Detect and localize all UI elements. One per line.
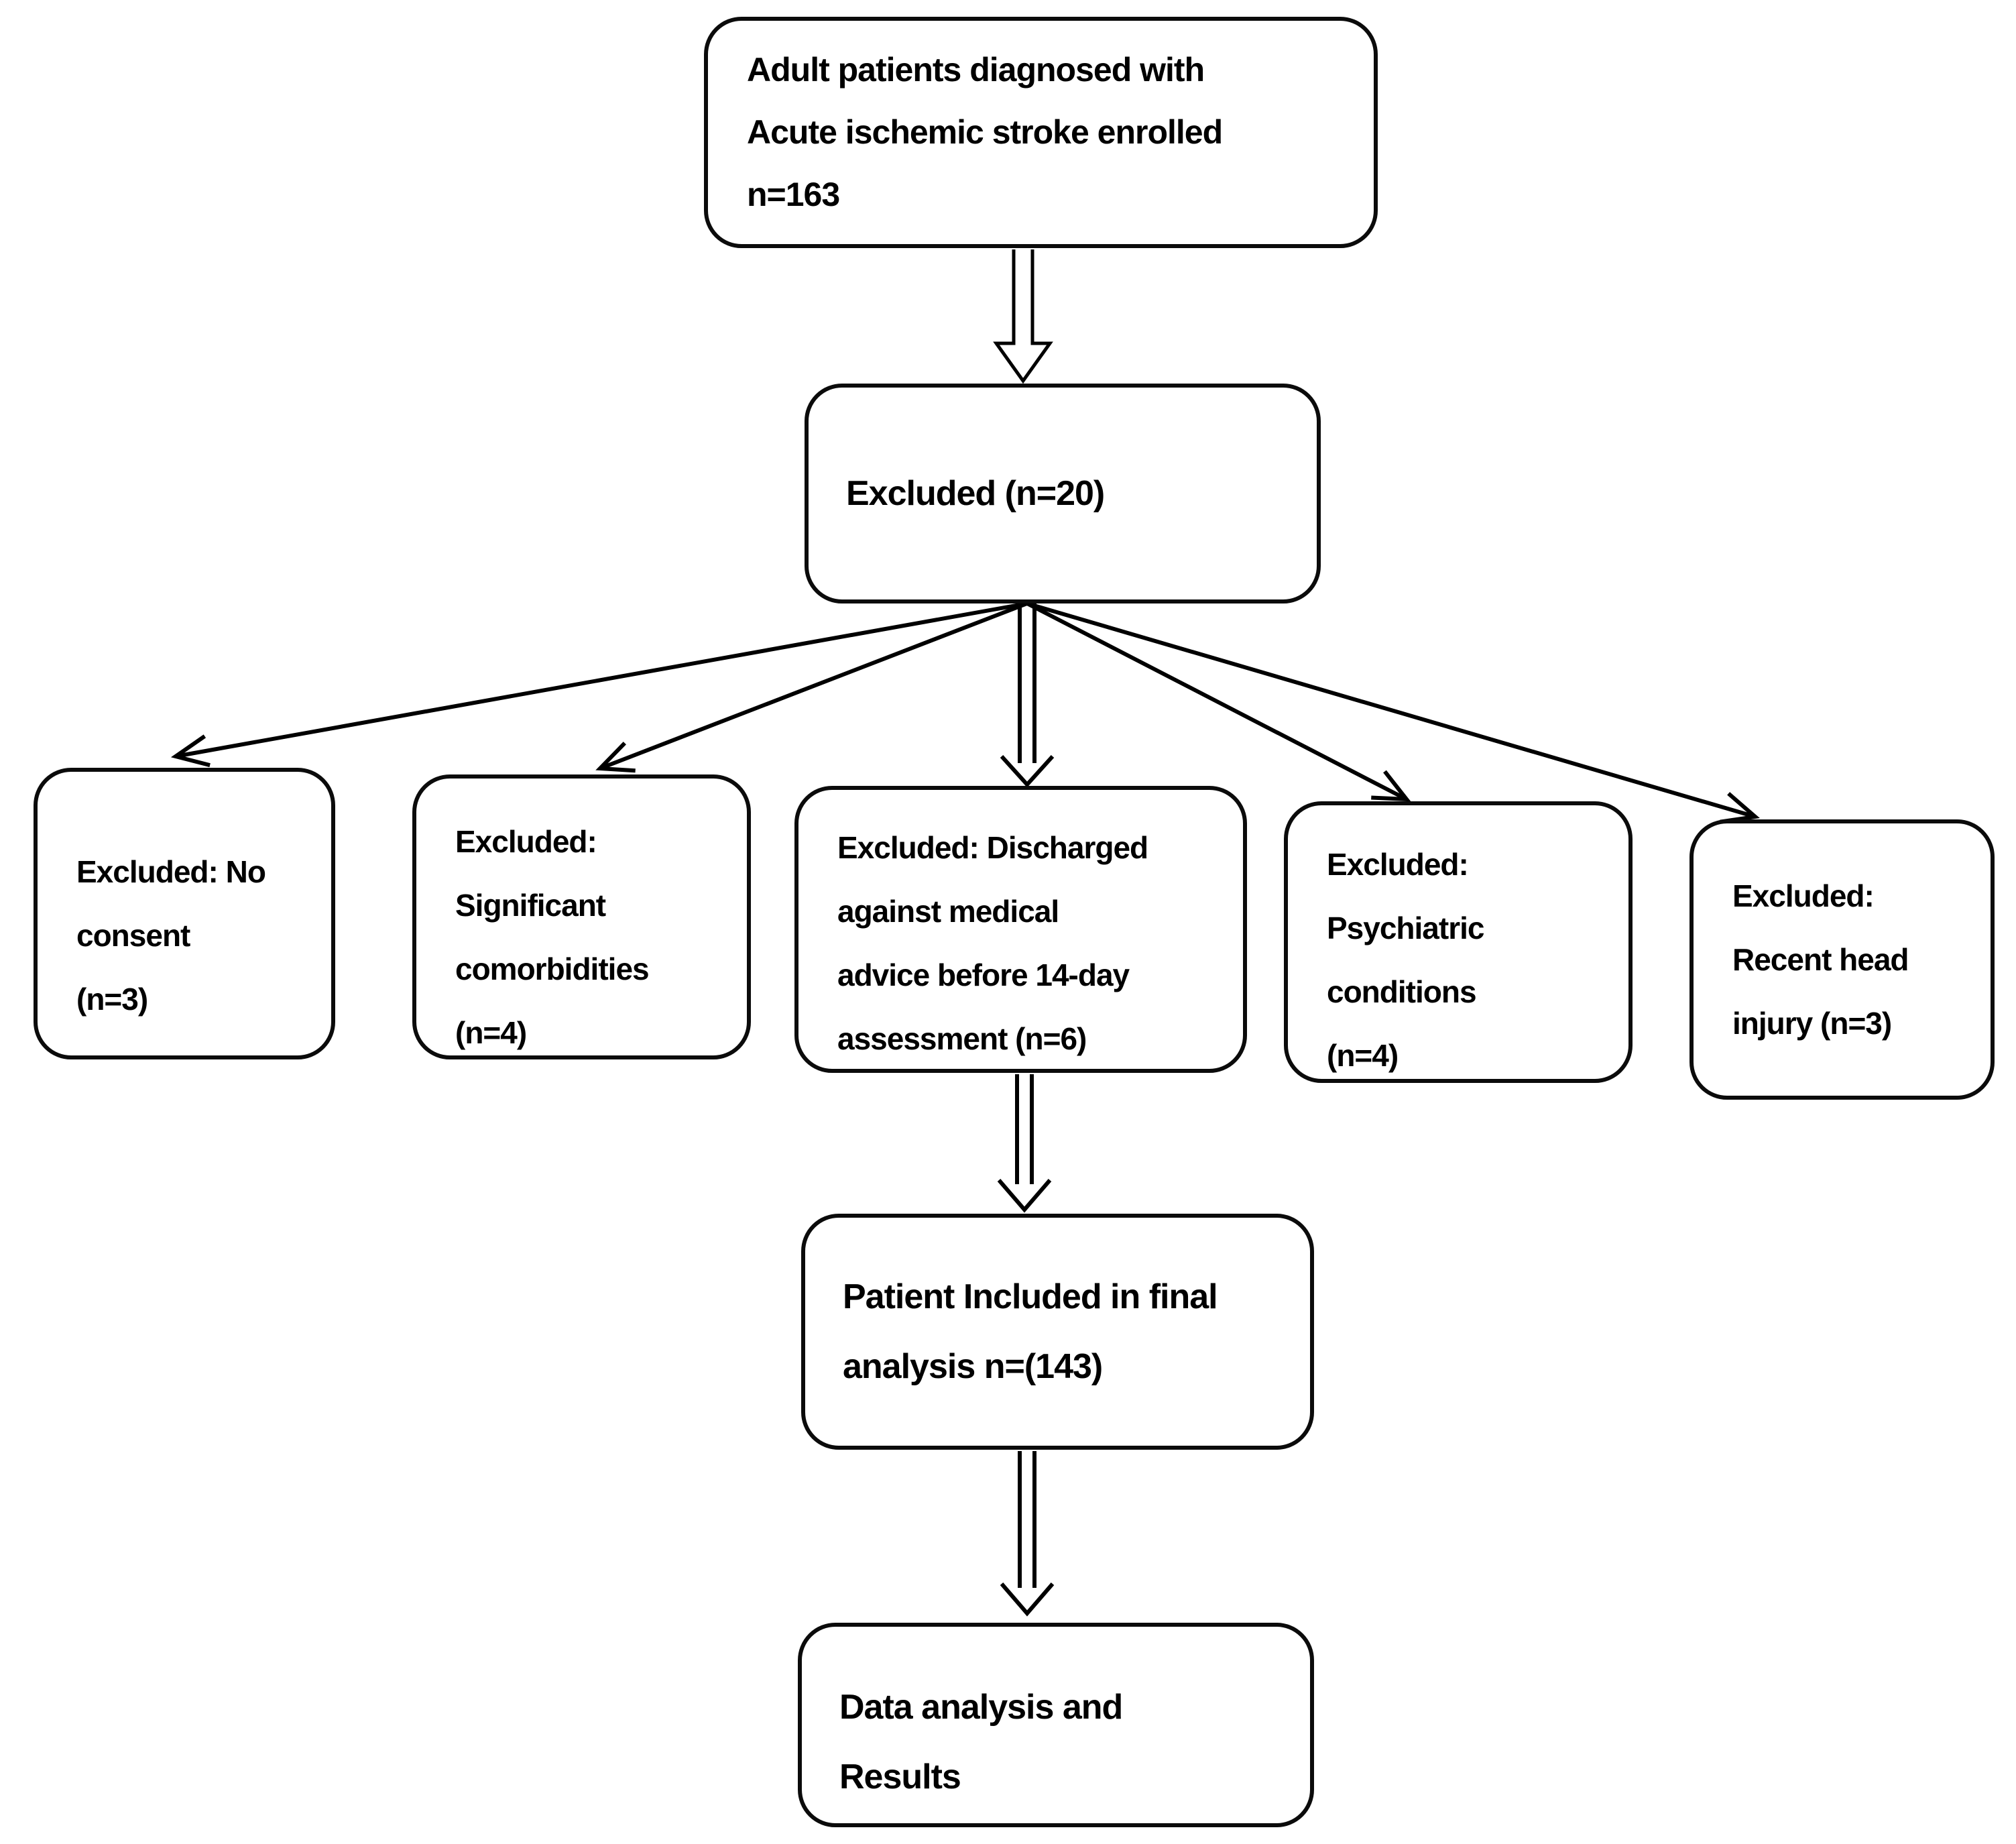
node-comorbidities-line-2: Significant <box>455 887 606 923</box>
node-enrolled-line-1: Adult patients diagnosed with <box>747 51 1205 89</box>
node-results-line-1: Data analysis and <box>839 1687 1123 1727</box>
node-included-line-1: Patient Included in final <box>843 1277 1218 1316</box>
node-psychiatric-line-3: conditions <box>1327 974 1477 1009</box>
node-no-consent-line-1: Excluded: No <box>76 854 266 889</box>
node-head-injury: Excluded: Recent head injury (n=3) <box>1689 819 1995 1100</box>
node-excluded-line-1: Excluded (n=20) <box>846 474 1105 513</box>
node-comorbidities-line-4: (n=4) <box>455 1015 527 1050</box>
node-included-line-2: analysis n=(143) <box>843 1347 1103 1386</box>
arrow-included-to-results <box>1000 1451 1055 1617</box>
node-results-line-2: Results <box>839 1757 961 1796</box>
node-included: Patient Included in final analysis n=(14… <box>801 1214 1314 1450</box>
node-psychiatric: Excluded: Psychiatric conditions (n=4) <box>1284 801 1633 1083</box>
node-psychiatric-line-2: Psychiatric <box>1327 911 1484 945</box>
arrow-excluded-to-discharged <box>1000 603 1055 788</box>
node-comorbidities-line-1: Excluded: <box>455 823 597 859</box>
node-no-consent-line-3: (n=3) <box>76 982 148 1017</box>
node-discharged-line-3: advice before 14-day <box>837 958 1130 992</box>
arrow-excluded-to-comorbidities <box>595 601 1028 773</box>
node-enrolled-line-2: Acute ischemic stroke enrolled <box>747 113 1223 151</box>
arrow-excluded-to-head-injury <box>1026 601 1760 824</box>
node-psychiatric-line-1: Excluded: <box>1327 847 1469 882</box>
node-discharged-line-2: against medical <box>837 894 1059 929</box>
node-enrolled-line-3: n=163 <box>747 176 840 213</box>
node-enrolled: Adult patients diagnosed with Acute isch… <box>704 17 1378 248</box>
node-psychiatric-line-4: (n=4) <box>1327 1038 1399 1073</box>
arrow-enrolled-to-excluded <box>993 249 1053 384</box>
node-head-injury-line-3: injury (n=3) <box>1732 1005 1892 1041</box>
node-excluded: Excluded (n=20) <box>805 384 1321 603</box>
node-head-injury-line-1: Excluded: <box>1732 878 1875 913</box>
node-results: Data analysis and Results <box>798 1623 1314 1827</box>
node-no-consent: Excluded: No consent (n=3) <box>34 768 335 1059</box>
node-no-consent-line-2: consent <box>76 918 190 953</box>
node-comorbidities-line-3: comorbidities <box>455 951 650 986</box>
arrow-excluded-to-psychiatric <box>1026 601 1411 802</box>
node-comorbidities: Excluded: Significant comorbidities (n=4… <box>412 774 751 1059</box>
node-discharged-line-1: Excluded: Discharged <box>837 830 1148 865</box>
node-head-injury-line-2: Recent head <box>1732 941 1909 977</box>
arrow-excluded-to-no-consent <box>170 601 1028 768</box>
node-discharged-line-4: assessment (n=6) <box>837 1021 1087 1056</box>
arrow-discharged-to-included <box>997 1074 1052 1213</box>
node-discharged: Excluded: Discharged against medical adv… <box>794 786 1247 1073</box>
